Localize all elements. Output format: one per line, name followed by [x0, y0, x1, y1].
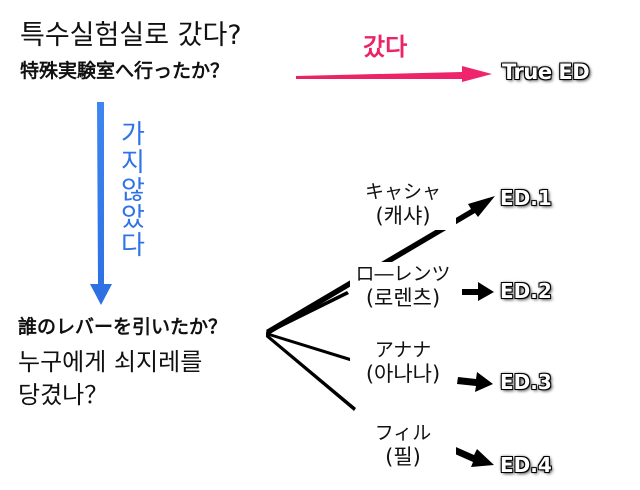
choice-korean: (캐샤) [375, 203, 431, 228]
choice-korean: (로렌츠) [365, 285, 441, 310]
choice-korean: (필) [385, 444, 421, 469]
ending-4-label: ED.4 [500, 453, 552, 477]
branch-ed3 [266, 332, 493, 392]
choice-japanese: ロ―レンツ [355, 263, 451, 285]
choice-japanese: アナナ [374, 339, 432, 361]
not-went-arrow [90, 102, 112, 305]
branch-ed2 [266, 282, 494, 334]
question-korean: 특수실험실로 갔다? [20, 20, 242, 51]
second-question-korean-line2: 당겼나？ [18, 381, 109, 409]
ending-1-label: ED.1 [500, 186, 552, 210]
went-arrow [296, 66, 492, 82]
question-japanese: 特殊実験室へ行ったか？ [20, 60, 230, 82]
ending-3-label: ED.3 [500, 370, 552, 394]
second-question-korean-line1: 누구에게 쇠지레를 [18, 348, 203, 376]
choice-japanese: フィル [374, 422, 432, 444]
choice-label-1: キャシャ (캐샤) [350, 180, 456, 230]
not-went-label: 가지않았다 [121, 120, 145, 262]
choice-korean: (아나나) [365, 361, 441, 386]
choice-label-3: アナナ (아나나) [350, 338, 456, 388]
choice-label-4: フィル (필) [350, 421, 456, 471]
true-ed-label: True ED [502, 60, 590, 84]
choice-label-2: ロ―レンツ (로렌츠) [350, 262, 456, 312]
ending-2-label: ED.2 [500, 279, 552, 303]
choice-japanese: キャシャ [364, 181, 441, 203]
second-question-japanese: 誰のレバーを引いたか？ [18, 316, 228, 338]
went-label: 갔다 [363, 33, 408, 61]
